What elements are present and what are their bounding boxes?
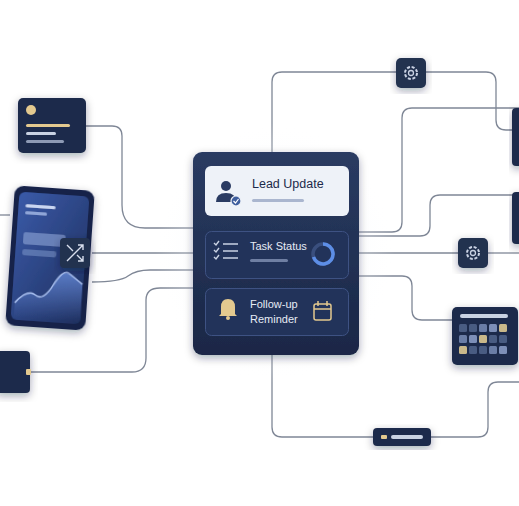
- wire: [426, 72, 519, 130]
- calendar-cell: [469, 324, 477, 332]
- calendar-cell: [499, 346, 507, 354]
- calendar-cell: [479, 346, 487, 354]
- calendar-cell: [459, 346, 467, 354]
- calendar-cell: [489, 335, 497, 343]
- row-frame: [206, 232, 349, 279]
- highlight-row: [205, 166, 349, 216]
- reminder-row: Follow-up Reminder: [205, 288, 349, 335]
- wire: [431, 382, 519, 437]
- glow: [155, 123, 395, 383]
- wire: [0, 214, 10, 215]
- calendar-cell: [459, 335, 467, 343]
- calendar-cell: [479, 324, 487, 332]
- gear-icon: [458, 238, 488, 268]
- task-status-row: Task Status: [205, 231, 349, 261]
- edge-box: [512, 108, 519, 166]
- text-bar: [252, 199, 304, 202]
- person-icon: [216, 181, 241, 206]
- device-box: [0, 351, 31, 393]
- calendar-cell: [469, 346, 477, 354]
- row-frame: [206, 289, 349, 336]
- calendar-cell: [459, 324, 467, 332]
- lead-update-row: Lead Update: [205, 166, 349, 202]
- wire: [0, 72, 519, 437]
- calendar-cell: [469, 335, 477, 343]
- calendar-cell: [489, 346, 497, 354]
- gear-icon: [396, 58, 426, 88]
- calendar-cell: [489, 324, 497, 332]
- wire: [488, 252, 519, 253]
- notification-card: [193, 152, 359, 355]
- checklist-icon: [214, 241, 238, 259]
- node-label: Task Status: [250, 239, 312, 253]
- progress-donut: [313, 244, 333, 264]
- calendar-cell: [499, 324, 507, 332]
- node-label: Follow-up Reminder: [250, 297, 312, 326]
- bell-icon: [219, 299, 237, 320]
- calendar-card: [452, 307, 518, 365]
- node-label: Lead Update: [252, 176, 347, 192]
- calendar-cell: [499, 335, 507, 343]
- shuffle-icon: [60, 238, 90, 268]
- calendar-cell: [479, 335, 487, 343]
- edge-box: [512, 192, 519, 244]
- phone-illustration: [5, 185, 95, 330]
- text-bar: [250, 259, 288, 262]
- status-pill: [373, 428, 431, 446]
- info-card: [18, 98, 86, 153]
- calendar-icon: [314, 301, 331, 320]
